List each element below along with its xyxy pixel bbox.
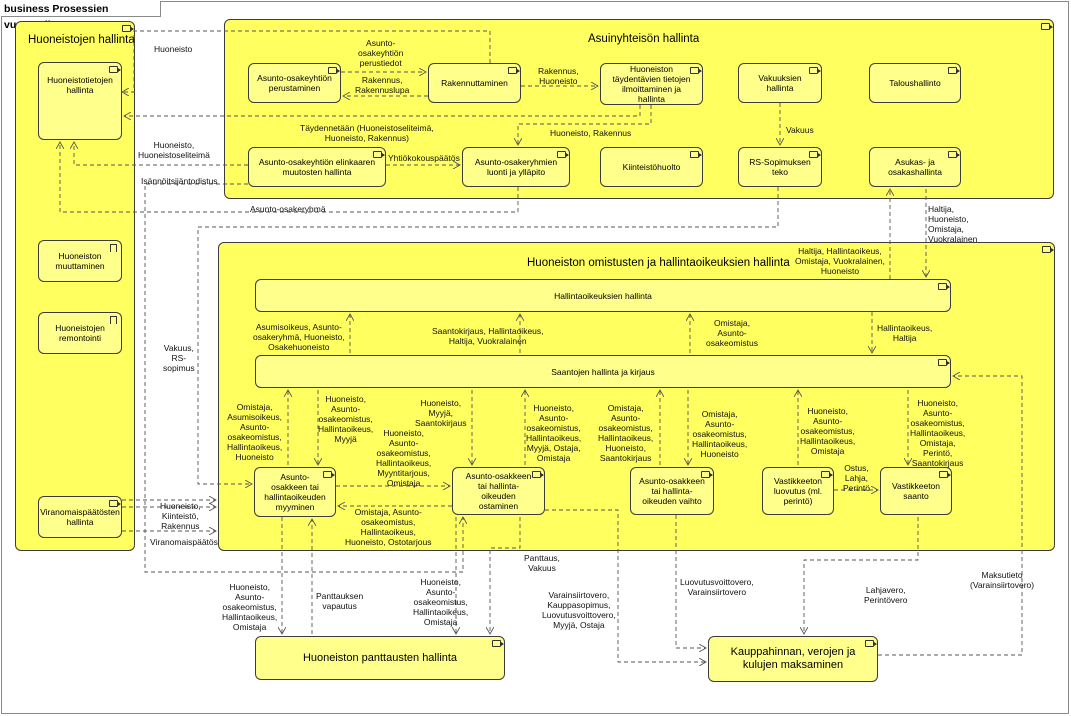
label-saantokirjaus: Saantokirjaus, Hallintaoikeus, Haltija, … bbox=[432, 326, 544, 346]
label-luovutusvoittovero: Luovutusvoittovero, Varainsiirtovero bbox=[680, 577, 754, 597]
process-icon bbox=[821, 471, 833, 478]
box-vastikkeeton-luovutus[interactable]: Vastikkeeton luovutus (ml. perintö) bbox=[762, 467, 834, 515]
label-taydennetaan: Täydennetään (Huoneistoseliteimä, Huonei… bbox=[300, 123, 434, 143]
process-icon bbox=[865, 640, 877, 647]
box-asunto-osakeyhtion-perustaminen[interactable]: Asunto-osakeyhtiön perustaminen bbox=[248, 63, 341, 103]
label-hallintaoikeus-haltija: Hallintaoikeus, Haltija bbox=[877, 323, 933, 343]
label-yhtiokokouspaatos: Yhtiökokouspäätös bbox=[388, 153, 460, 163]
label-saanto-up: Huoneisto, Asunto- osakeomistus, Hallint… bbox=[910, 398, 966, 468]
box-vaihto[interactable]: Asunto-osakkeen tai hallinta-oikeuden va… bbox=[630, 467, 714, 515]
label-ostaminen-up: Huoneisto, Asunto- osakeomistus, Hallint… bbox=[526, 403, 582, 463]
box-huoneistojen-remontointi[interactable]: Huoneistojen remontointi bbox=[38, 312, 122, 354]
process-icon bbox=[109, 66, 121, 73]
box-asunto-osakeryhmien-luonti[interactable]: Asunto-osakeryhmien luonti ja ylläpito bbox=[462, 147, 570, 187]
label-panttaus-mid: Huoneisto, Asunto- osakeomistus, Hallint… bbox=[413, 577, 469, 627]
box-huoneistotietojen-hallinta[interactable]: Huoneistotietojen hallinta bbox=[38, 62, 122, 140]
box-taydentavien-tietojen-ilmoittaminen[interactable]: Huoneiston täydentävien tietojen ilmoitt… bbox=[600, 63, 703, 105]
box-myyminen[interactable]: Asunto-osakkeen tai hallintaoikeuden myy… bbox=[254, 467, 336, 517]
label-maksutieto: Maksutieto (Varainsiirtovero) bbox=[970, 570, 1035, 590]
process-icon bbox=[938, 359, 950, 366]
label-myyminen-left: Omistaja, Asumisoikeus, Asunto- osakeomi… bbox=[227, 402, 283, 462]
box-vastikkeeton-saanto[interactable]: Vastikkeeton saanto bbox=[880, 467, 952, 515]
process-icon bbox=[508, 67, 520, 74]
box-saantojen-hallinta-ja-kirjaus[interactable]: Saantojen hallinta ja kirjaus bbox=[255, 355, 951, 388]
label-huoneisto: Huoneisto bbox=[154, 44, 193, 54]
process-icon bbox=[948, 67, 960, 74]
process-icon bbox=[122, 25, 134, 32]
process-icon bbox=[690, 67, 702, 74]
label-vakuus: Vakuus bbox=[786, 125, 814, 135]
process-icon bbox=[809, 151, 821, 158]
label-myyja-saantokirjaus: Huoneisto, Myyjä, Saantokirjaus bbox=[415, 398, 467, 428]
label-panttauksen-vapautus: Panttauksen vapautus bbox=[316, 591, 364, 611]
box-elinkaaren-muutosten-hallinta[interactable]: Asunto-osakeyhtiön elinkaaren muutosten … bbox=[248, 147, 386, 187]
process-icon bbox=[1041, 23, 1053, 30]
label-huoneisto-kiinteisto-rakennus: Huoneisto, Kiinteistö, Rakennus bbox=[160, 501, 201, 531]
label-haltija-huoneisto-omistaja: Haltija, Huoneisto, Omistaja, Vuokralain… bbox=[928, 204, 978, 244]
label-asunto-osakeryhma: Asunto-osakeryhmä bbox=[250, 204, 326, 214]
box-panttausten-hallinta[interactable]: Huoneiston panttausten hallinta bbox=[255, 636, 505, 680]
label-asumisoikeus: Asumisoikeus, Asunto- osakeryhmä, Huonei… bbox=[253, 322, 345, 352]
label-huoneisto-rakennus: Huoneisto, Rakennus bbox=[550, 128, 632, 138]
process-icon bbox=[557, 151, 569, 158]
box-vakuuksien-hallinta[interactable]: Vakuuksien hallinta bbox=[738, 63, 822, 103]
box-kauppahinnan-maksaminen[interactable]: Kauppahinnan, verojen ja kulujen maksami… bbox=[708, 636, 878, 682]
event-icon bbox=[110, 316, 117, 324]
process-icon bbox=[492, 640, 504, 647]
process-icon bbox=[109, 500, 121, 507]
box-huoneiston-muuttaminen[interactable]: Huoneiston muuttaminen bbox=[38, 240, 122, 282]
process-icon bbox=[373, 151, 385, 158]
label-luovutus-up: Huoneisto, Asunto- osakeomistus, Hallint… bbox=[800, 406, 856, 456]
label-haltija-hallintaoikeus: Haltija, Hallintaoikeus, Omistaja, Vuokr… bbox=[795, 246, 885, 276]
box-asukas-ja-osakashallinta[interactable]: Asukas- ja osakashallinta bbox=[869, 147, 961, 187]
label-myyntitarjous: Huoneisto, Asunto- osakeomistus, Hallint… bbox=[376, 428, 432, 488]
box-ostaminen[interactable]: Asunto-osakkeen tai hallinta-oikeuden os… bbox=[452, 467, 545, 515]
process-icon bbox=[323, 471, 335, 478]
box-kiinteistohuolto[interactable]: Kiinteistöhuolto bbox=[600, 147, 703, 187]
box-rs-sopimuksen-teko[interactable]: RS-Sopimuksen teko bbox=[738, 147, 822, 187]
group-title: Asuinyhteisön hallinta bbox=[588, 33, 700, 45]
group-title: Huoneiston omistusten ja hallintaoikeuks… bbox=[527, 257, 790, 269]
label-isannoitsijantodistus: Isännöitsijäntodistus bbox=[141, 176, 218, 186]
box-taloushallinto[interactable]: Taloushallinto bbox=[869, 63, 961, 103]
label-myyminen-right: Huoneisto, Asunto- osakeomistus, Hallint… bbox=[318, 394, 374, 444]
label-viranomaispaatos: Viranomaispäätös bbox=[150, 537, 218, 547]
label-perustiedot: Asunto- osakeyhtiön perustiedot bbox=[358, 38, 404, 68]
box-viranomaispaatosten-hallinta[interactable]: Viranomaispäätösten hallinta bbox=[38, 496, 122, 538]
group-title: Huoneistojen hallinta bbox=[28, 34, 135, 46]
process-icon bbox=[809, 67, 821, 74]
label-panttaus-vakuus: Panttaus, Vakuus bbox=[524, 553, 560, 573]
label-ostus-lahja-perinto: Ostus, Lahja, Perintö bbox=[843, 463, 870, 493]
label-rakennus-huoneisto: Rakennus, Huoneisto bbox=[538, 66, 579, 86]
label-huoneistoseliteima: Huoneisto, Huoneistoseliteimä bbox=[138, 140, 210, 160]
label-panttaus-left: Huoneisto, Asunto- osakeomistus, Hallint… bbox=[222, 582, 278, 632]
event-icon bbox=[110, 244, 117, 252]
label-vakuus-rs-sopimus: Vakuus, RS- sopimus bbox=[163, 343, 195, 373]
process-icon bbox=[938, 283, 950, 290]
box-hallintaoikeuksien-hallinta[interactable]: Hallintaoikeuksien hallinta bbox=[255, 279, 951, 312]
label-vaihto-left: Omistaja, Asunto- osakeomistus, Hallinta… bbox=[598, 403, 654, 463]
box-rakennuttaminen[interactable]: Rakennuttaminen bbox=[428, 63, 521, 103]
label-vaihto-right: Omistaja, Asunto- osakeomistus, Hallinta… bbox=[692, 409, 748, 459]
process-icon bbox=[690, 151, 702, 158]
process-icon bbox=[948, 151, 960, 158]
process-icon bbox=[328, 67, 340, 74]
label-rakennus-lupa: Rakennus, Rakennuslupa bbox=[355, 75, 410, 95]
process-icon bbox=[701, 471, 713, 478]
process-icon bbox=[1042, 246, 1054, 253]
process-icon bbox=[939, 471, 951, 478]
label-omistaja-asunto-osakeomistus: Omistaja, Asunto- osakeomistus bbox=[706, 318, 758, 348]
label-varainsiirtovero: Varainsiirtovero, Kauppasopimus, Luovutu… bbox=[542, 590, 616, 630]
process-icon bbox=[532, 471, 544, 478]
label-myyminen-ostaminen: Omistaja, Asunto- osakeomistus, Hallinta… bbox=[345, 507, 432, 547]
label-lahjavero: Lahjavero, Perintövero bbox=[864, 585, 908, 605]
